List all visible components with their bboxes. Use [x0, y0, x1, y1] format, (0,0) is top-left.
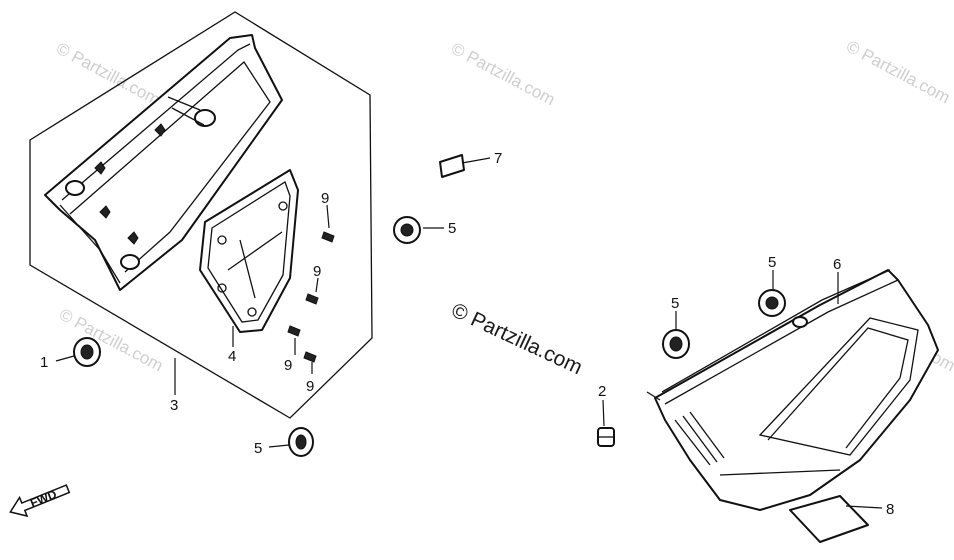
grommet-part-1: [73, 337, 101, 367]
grommet-part-5-right-a: [662, 329, 690, 359]
grommet-part-5-right-b: [758, 289, 786, 317]
watermark-top-center: © Partzilla.com: [448, 39, 558, 110]
forward-label: FWD: [28, 487, 59, 510]
callout-5-center: 5: [448, 220, 456, 237]
right-side-cover: [646, 269, 939, 511]
leader-lines: [55, 157, 883, 509]
label-part-7: [439, 154, 465, 178]
callout-6: 6: [833, 256, 841, 273]
decal-part-8: [789, 495, 869, 543]
grommet-part-5-center: [393, 216, 421, 244]
watermark-top-left: © Partzilla.com: [53, 39, 163, 110]
forward-arrow-icon: FWD: [9, 484, 71, 518]
left-side-cover: [44, 34, 283, 291]
callout-9-b: 9: [313, 263, 321, 280]
callout-9-d: 9: [306, 378, 314, 395]
callout-5-bottom: 5: [254, 440, 262, 457]
grommet-part-5-bottom: [288, 427, 314, 457]
screw-part-9: [287, 231, 335, 363]
callout-1: 1: [40, 354, 48, 371]
callout-3: 3: [170, 397, 178, 414]
callout-5-right-a: 5: [671, 295, 679, 312]
watermark-bottom-left: © Partzilla.com: [56, 305, 166, 376]
watermark-main: © Partzilla.com: [448, 299, 586, 380]
callout-2: 2: [598, 383, 606, 400]
inner-plate: [199, 169, 299, 333]
callout-9-c: 9: [284, 357, 292, 374]
callout-7: 7: [494, 150, 502, 167]
callout-8: 8: [886, 501, 894, 518]
collar-part-2: [597, 427, 615, 447]
watermark-top-right: © Partzilla.com: [843, 37, 953, 108]
callout-9-a: 9: [321, 190, 329, 207]
callout-5-right-b: 5: [768, 254, 776, 271]
callout-4: 4: [228, 348, 236, 365]
assembly-boundary: [29, 11, 373, 419]
